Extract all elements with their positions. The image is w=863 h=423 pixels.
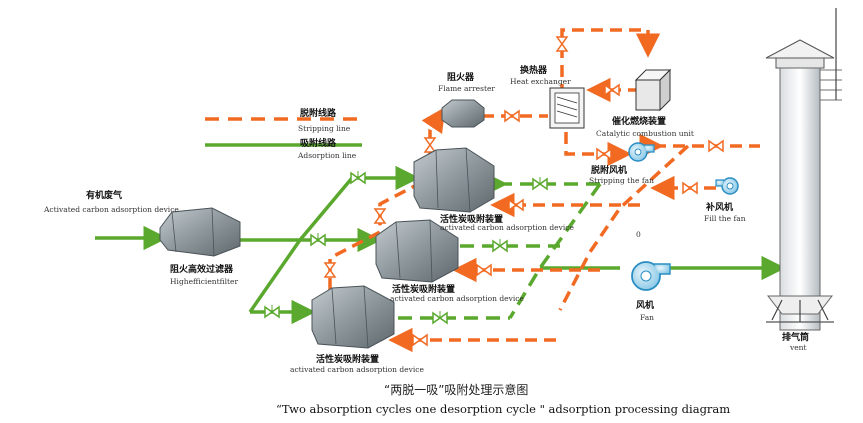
legend-stripping-en: Stripping line <box>298 124 351 133</box>
adsorber3-label-en: activated carbon adsorption device <box>290 365 424 374</box>
centrifugal-fan-icon <box>631 261 671 291</box>
adsorber2-label-cn: 活性炭吸附装置 <box>392 283 455 295</box>
adsorber1-label-cn: 活性炭吸附装置 <box>440 213 503 225</box>
butterfly-valve-icon[interactable] <box>423 137 437 153</box>
butterfly-valve-icon[interactable] <box>432 311 448 325</box>
strip-fan-label-cn: 脱附风机 <box>591 164 627 176</box>
flame-arrester-unit <box>441 99 485 128</box>
butterfly-valve-icon[interactable] <box>682 181 698 195</box>
rco-label-en: Catalytic combustion unit <box>596 129 694 138</box>
heat-exchanger-label-cn: 换热器 <box>520 64 548 76</box>
butterfly-valve-icon[interactable] <box>596 147 612 161</box>
butterfly-valve-icon[interactable] <box>323 262 337 278</box>
butterfly-valve-icon[interactable] <box>350 171 366 185</box>
adsorption-lines <box>95 165 786 325</box>
filter-label-en: Highefficientfilter <box>170 277 238 286</box>
caption-en: “Two absorption cycles one desorption cy… <box>276 402 730 416</box>
adsorber3-label-cn: 活性炭吸附装置 <box>316 353 379 365</box>
legend-adsorption-en: Adsorption line <box>297 151 357 160</box>
legend: 脱附线路 Stripping line 吸附线路 Adsorption line <box>205 107 362 160</box>
butterfly-valve-icon[interactable] <box>264 305 280 319</box>
carbon-adsorber-icon <box>413 147 495 213</box>
legend-stripping-cn: 脱附线路 <box>300 107 337 119</box>
adsorber2-label-en: activated carbon adsorption device <box>390 294 524 303</box>
carbon-adsorber-icon <box>375 219 459 283</box>
legend-adsorption-cn: 吸附线路 <box>300 137 337 149</box>
flame-arrester-label-cn: 阻火器 <box>447 72 475 83</box>
butterfly-valve-icon[interactable] <box>604 83 620 97</box>
butterfly-valve-icon[interactable] <box>373 208 387 224</box>
carbon-adsorber-icon <box>311 285 395 349</box>
fill-fan-label-cn: 补风机 <box>705 201 733 213</box>
stack-label-en: vent <box>789 343 807 352</box>
stack-label-cn: 排气筒 <box>782 331 809 343</box>
fan-label-en: Fan <box>640 313 654 322</box>
labels: 有机废气 Activated carbon adsorption device … <box>43 64 809 374</box>
caption-cn: “两脱一吸”吸附处理示意图 <box>384 382 528 397</box>
butterfly-valve-icon[interactable] <box>708 139 724 153</box>
adsorber1-label-en: activated carbon adsorption device <box>440 223 574 232</box>
butterfly-valve-icon[interactable] <box>412 333 428 347</box>
centrifugal-fan-icon <box>628 142 655 162</box>
butterfly-valve-icon[interactable] <box>310 233 326 247</box>
valves <box>264 36 724 347</box>
centrifugal-fan-icon <box>715 177 739 195</box>
butterfly-valve-icon[interactable] <box>508 198 524 212</box>
inlet-label-cn: 有机废气 <box>86 189 122 201</box>
butterfly-valve-icon[interactable] <box>555 36 569 52</box>
butterfly-valve-icon[interactable] <box>504 109 520 123</box>
catalytic-combustion-unit <box>634 68 672 112</box>
inlet-label-en: Activated carbon adsorption device <box>43 205 179 214</box>
fan-label-cn: 风机 <box>636 299 654 311</box>
heat-exchanger-unit <box>549 87 585 129</box>
stray-mark: 0 <box>636 230 641 239</box>
butterfly-valve-icon[interactable] <box>532 177 548 191</box>
flame-arrester-label-en: Flame arrester <box>438 84 495 93</box>
butterfly-valve-icon[interactable] <box>492 239 508 253</box>
flame-filter-unit <box>159 207 241 257</box>
strip-fan-label-en: Stripping the fan <box>589 176 654 185</box>
butterfly-valve-icon[interactable] <box>476 263 492 277</box>
heat-exchanger-label-en: Heat exchanger <box>510 77 571 86</box>
fill-fan-label-en: Fill the fan <box>704 214 746 223</box>
vent-stack <box>765 8 842 331</box>
rco-label-cn: 催化燃烧装置 <box>612 115 666 127</box>
filter-label-cn: 阻火高效过滤器 <box>170 263 234 275</box>
